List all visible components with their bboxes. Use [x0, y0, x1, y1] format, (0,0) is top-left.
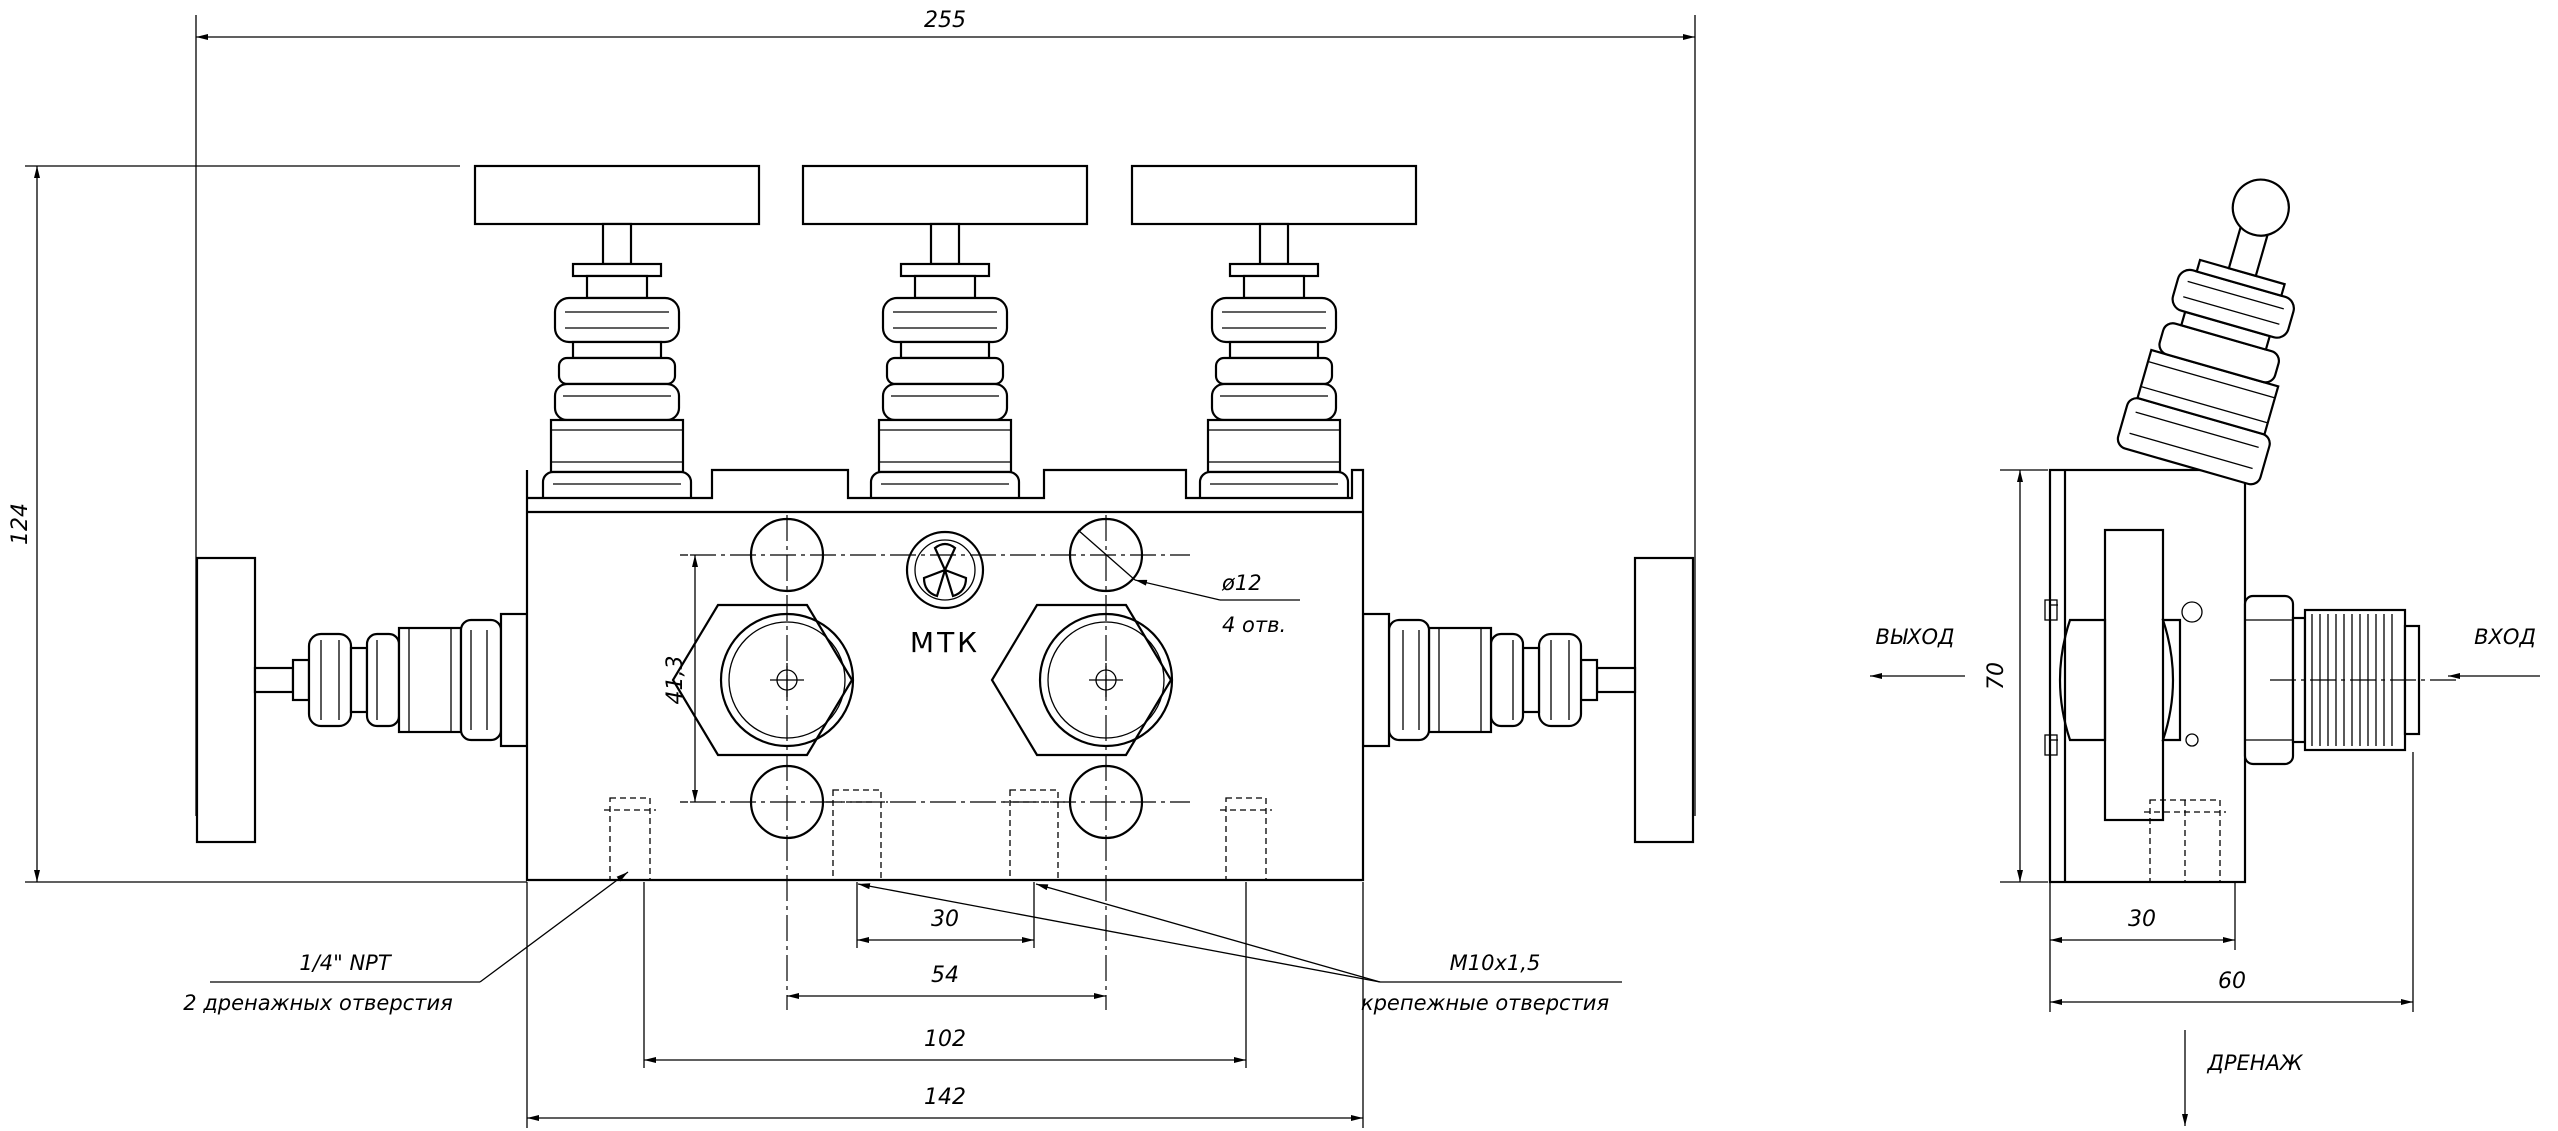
logo-text: МТК	[910, 626, 980, 659]
mount-hole-br	[1068, 764, 1144, 840]
side-angled-valve	[2116, 178, 2295, 486]
side-view: 70 30 60 ВЫХОД ВХОД ДРЕНАЖ	[1870, 178, 2540, 1126]
dim-overall-width: 255	[924, 8, 966, 33]
dim-body-width: 142	[924, 1085, 966, 1110]
hidden-holes	[604, 789, 1272, 881]
dim-pitch-30: 30	[931, 907, 959, 932]
mtk-logo: МТК	[905, 530, 985, 659]
flow-outlet: ВЫХОД	[1876, 625, 1955, 649]
callout-mount-thread: M10x1,5	[1450, 951, 1541, 975]
dim-hole-count: 4 отв.	[1222, 613, 1286, 637]
flow-inlet: ВХОД	[2474, 625, 2536, 649]
dim-pitch-102: 102	[924, 1027, 966, 1052]
callout-mount-holes: крепежные отверстия	[1361, 991, 1609, 1015]
side-handle	[2103, 528, 2165, 822]
manifold-body	[525, 468, 1365, 882]
mount-hole-bl	[749, 764, 825, 840]
valve-side-left	[195, 556, 529, 844]
dim-overall-height: 124	[8, 503, 33, 545]
mount-hole-tr	[1068, 517, 1144, 593]
callout-drain-thread: 1/4" NPT	[299, 951, 393, 975]
dim-side-offset: 30	[2128, 907, 2156, 932]
dim-port-spacing: 41,3	[663, 656, 688, 705]
front-view: МТК 255 124 41,3	[8, 8, 1696, 1128]
valve-side-right	[1361, 556, 1695, 844]
flow-drain: ДРЕНАЖ	[2206, 1051, 2303, 1075]
dim-pitch-54: 54	[931, 963, 959, 988]
dim-side-height: 70	[1984, 662, 2009, 690]
dim-side-depth: 60	[2218, 969, 2246, 994]
port-right	[990, 603, 1174, 757]
port-left	[671, 603, 855, 757]
dim-hole-diameter: ø12	[1221, 571, 1262, 595]
callout-drain-holes: 2 дренажных отверстия	[183, 991, 453, 1015]
mount-hole-tl	[749, 517, 825, 593]
